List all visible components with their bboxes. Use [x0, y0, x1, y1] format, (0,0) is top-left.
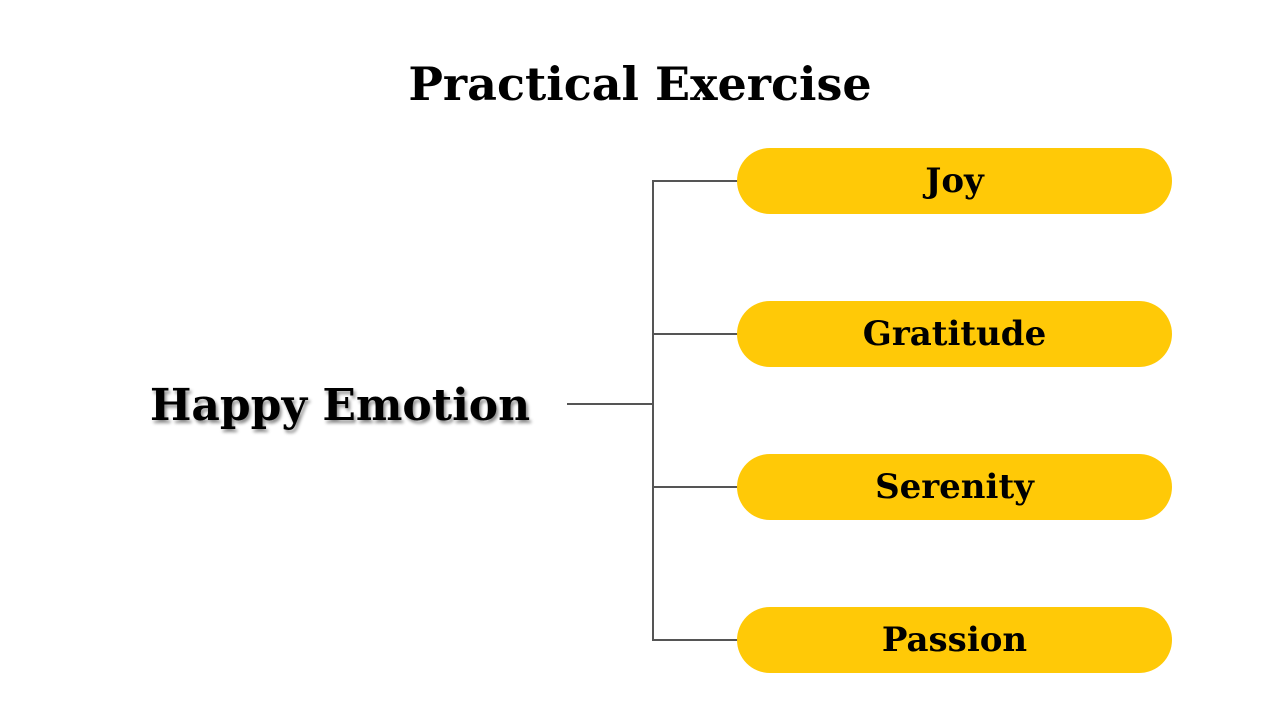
root-node-label: Happy Emotion [149, 380, 531, 431]
branch-node-joy: Joy [737, 148, 1172, 214]
branch-node-label: Serenity [875, 467, 1034, 507]
branch-node-label: Gratitude [862, 314, 1047, 354]
branch-node-passion: Passion [737, 607, 1172, 673]
branch-node-gratitude: Gratitude [737, 301, 1172, 367]
slide-title: Practical Exercise [408, 57, 872, 111]
branch-node-label: Passion [881, 620, 1028, 660]
branch-node-label: Joy [925, 161, 984, 201]
branch-node-serenity: Serenity [737, 454, 1172, 520]
